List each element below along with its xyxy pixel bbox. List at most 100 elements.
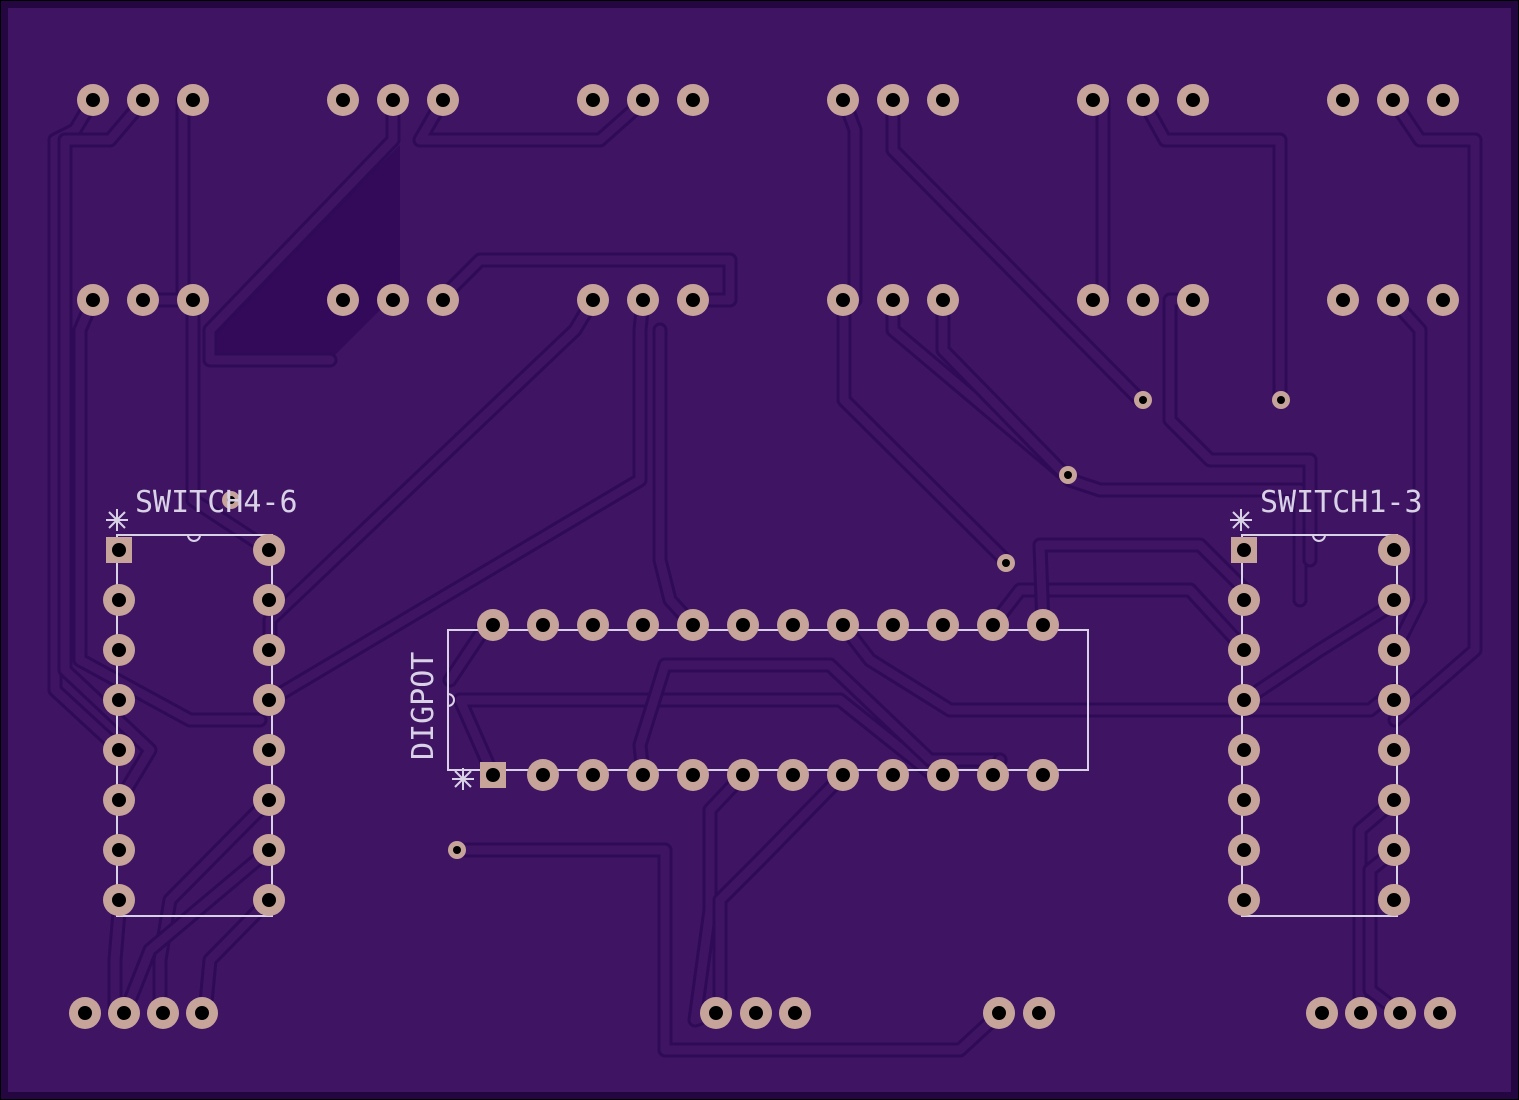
switch-left-label: SWITCH4-6 <box>135 485 298 520</box>
drill-hole <box>1436 93 1450 107</box>
drill-hole <box>636 768 650 782</box>
drill-hole <box>1139 396 1147 404</box>
trace-fill-5 <box>415 95 650 145</box>
digpot-label: DIGPOT <box>406 652 441 760</box>
trace-fill-24 <box>1388 295 1425 655</box>
trace-fill-26 <box>655 325 698 630</box>
drill-hole <box>1036 618 1050 632</box>
drill-hole <box>736 768 750 782</box>
trace-fill-30 <box>455 695 945 785</box>
drill-hole <box>992 1006 1006 1020</box>
drill-hole <box>886 293 900 307</box>
drill-hole <box>1387 793 1401 807</box>
trace-fill-38 <box>120 845 274 1018</box>
drill-hole <box>486 768 500 782</box>
drill-hole <box>1387 843 1401 857</box>
trace-fill-35 <box>715 770 848 1015</box>
drill-hole <box>262 693 276 707</box>
drill-hole <box>686 293 700 307</box>
drill-hole <box>686 618 700 632</box>
trace-fill-1 <box>50 95 125 755</box>
drill-hole <box>86 293 100 307</box>
switch-right-outline <box>1241 534 1398 917</box>
drill-hole <box>186 93 200 107</box>
drill-hole <box>136 293 150 307</box>
drill-hole <box>886 93 900 107</box>
drill-hole <box>136 93 150 107</box>
pads <box>69 84 1459 1029</box>
drill-hole <box>709 1006 723 1020</box>
drill-hole <box>262 893 276 907</box>
drill-hole <box>986 618 1000 632</box>
drill-hole <box>1032 1006 1046 1020</box>
drill-hole <box>1136 293 1150 307</box>
drill-hole <box>112 643 126 657</box>
drill-hole <box>112 793 126 807</box>
drill-hole <box>636 618 650 632</box>
trace-fill-42 <box>1240 595 1405 705</box>
drill-hole <box>336 293 350 307</box>
drill-hole <box>112 543 126 557</box>
drill-hole <box>1237 843 1251 857</box>
digpot-notch <box>447 693 455 707</box>
trace-fill-11 <box>1138 95 1285 405</box>
drill-hole <box>536 618 550 632</box>
drill-hole <box>1186 93 1200 107</box>
drill-hole <box>156 1006 170 1020</box>
drill-hole <box>1237 793 1251 807</box>
drill-hole <box>586 618 600 632</box>
drill-hole <box>936 618 950 632</box>
drill-hole <box>1387 743 1401 757</box>
drill-hole <box>886 768 900 782</box>
drill-hole <box>836 293 850 307</box>
drill-hole <box>262 593 276 607</box>
trace-fill-33 <box>452 845 1005 1055</box>
drill-hole <box>86 93 100 107</box>
trace-fill-2 <box>60 95 155 805</box>
drill-hole <box>386 293 400 307</box>
drill-hole <box>112 843 126 857</box>
trace-fill-9 <box>888 95 1145 405</box>
drill-hole <box>1386 293 1400 307</box>
trace-fill-29 <box>838 620 1400 715</box>
drill-hole <box>1354 1006 1368 1020</box>
drill-hole <box>436 93 450 107</box>
pin1-marker-switch-left <box>106 509 128 531</box>
drill-hole <box>686 768 700 782</box>
trace-fill-27 <box>988 585 1250 655</box>
drill-hole <box>1315 1006 1329 1020</box>
drill-hole <box>262 793 276 807</box>
drill-hole <box>586 768 600 782</box>
drill-hole <box>112 593 126 607</box>
drill-hole <box>736 618 750 632</box>
drill-hole <box>1393 1006 1407 1020</box>
trace-fill-36 <box>110 895 125 1018</box>
drill-hole <box>1036 768 1050 782</box>
drill-hole <box>836 618 850 632</box>
trace-fill-23 <box>1165 295 1315 565</box>
drill-hole <box>1002 559 1010 567</box>
drill-hole <box>227 496 235 504</box>
switch-right-notch <box>1312 534 1326 542</box>
drill-hole <box>1387 543 1401 557</box>
drill-hole <box>262 743 276 757</box>
drill-hole <box>262 543 276 557</box>
drill-hole <box>1136 93 1150 107</box>
drill-hole <box>262 643 276 657</box>
switch-left-notch <box>187 534 201 542</box>
drill-hole <box>1387 893 1401 907</box>
drill-hole <box>1186 293 1200 307</box>
drill-hole <box>1237 543 1251 557</box>
drill-hole <box>986 768 1000 782</box>
trace-fill-22 <box>938 295 1305 605</box>
switch-right-label: SWITCH1-3 <box>1260 485 1423 520</box>
drill-hole <box>1237 893 1251 907</box>
switch-left-outline <box>116 534 273 917</box>
drill-hole <box>1064 471 1072 479</box>
drill-hole <box>1086 293 1100 307</box>
trace-fill-15 <box>188 295 274 555</box>
pin1-marker-digpot <box>452 768 474 790</box>
trace-fill-28 <box>1035 540 1250 630</box>
drill-hole <box>786 768 800 782</box>
